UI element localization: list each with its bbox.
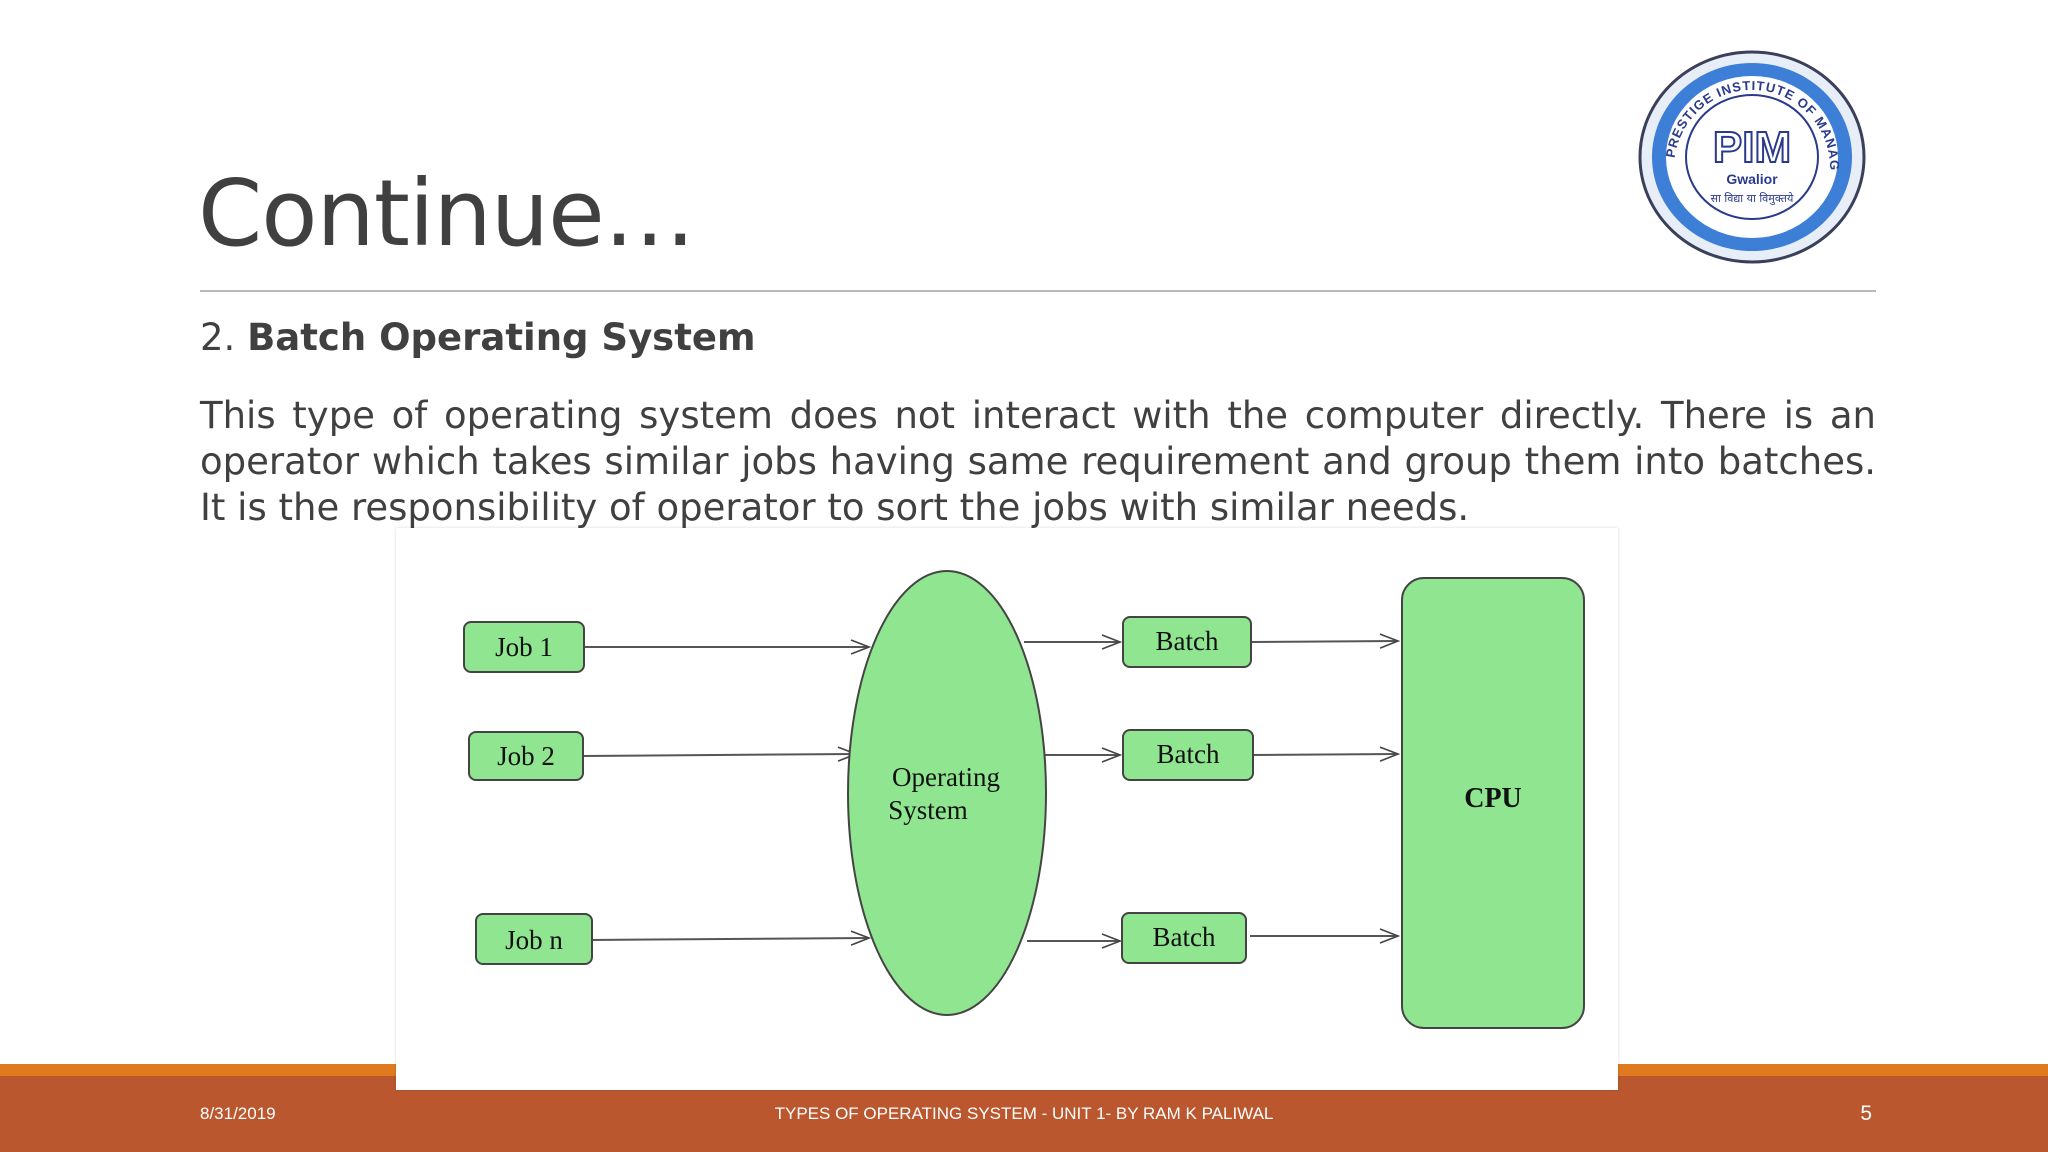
cpu-node: CPU: [1401, 577, 1585, 1029]
arrow-jobn-os: [589, 938, 869, 940]
job-box-n: Job n: [475, 913, 593, 965]
section-heading: 2. Batch Operating System: [200, 316, 756, 359]
os-label-line1: Operating: [892, 762, 1000, 792]
cpu-label: CPU: [1464, 783, 1522, 814]
arrow-batch2-cpu: [1249, 754, 1398, 755]
heading-title: Batch Operating System: [247, 316, 756, 359]
heading-number: 2.: [200, 316, 236, 359]
batch-box-3: Batch: [1121, 912, 1247, 964]
slide-title: Continue…: [198, 160, 696, 267]
batch-box-2: Batch: [1122, 729, 1254, 781]
body-paragraph: This type of operating system does not i…: [200, 394, 1876, 529]
arrow-batch1-cpu: [1249, 641, 1398, 642]
title-divider: [200, 290, 1876, 292]
os-label-line2: System: [888, 795, 968, 825]
pim-logo: PRESTIGE INSTITUTE OF MANAGEMENT PIM Gwa…: [1632, 38, 1866, 264]
batch-label-3: Batch: [1153, 922, 1216, 952]
job-box-1: Job 1: [463, 621, 585, 673]
batch-box-1: Batch: [1122, 616, 1252, 668]
job-label-n: Job n: [505, 925, 563, 955]
operating-system-node: Operating System: [847, 570, 1047, 1016]
arrow-job2-os: [581, 754, 856, 756]
job-label-1: Job 1: [495, 632, 553, 662]
footer-title: TYPES OF OPERATING SYSTEM - UNIT 1- BY R…: [774, 1104, 1274, 1123]
logo-mark: PIM: [1713, 123, 1791, 172]
logo-city: Gwalior: [1726, 171, 1778, 187]
logo-motto: सा विद्या या विमुक्तये: [1711, 192, 1794, 205]
batch-label-1: Batch: [1156, 626, 1219, 656]
batch-label-2: Batch: [1157, 739, 1220, 769]
footer-date: 8/31/2019: [200, 1104, 276, 1123]
page-number: 5: [1860, 1102, 1872, 1125]
job-label-2: Job 2: [497, 741, 555, 771]
job-box-2: Job 2: [468, 731, 584, 781]
batch-os-diagram: Job 1 Job 2 Job n Operating System Batch…: [396, 528, 1618, 1090]
